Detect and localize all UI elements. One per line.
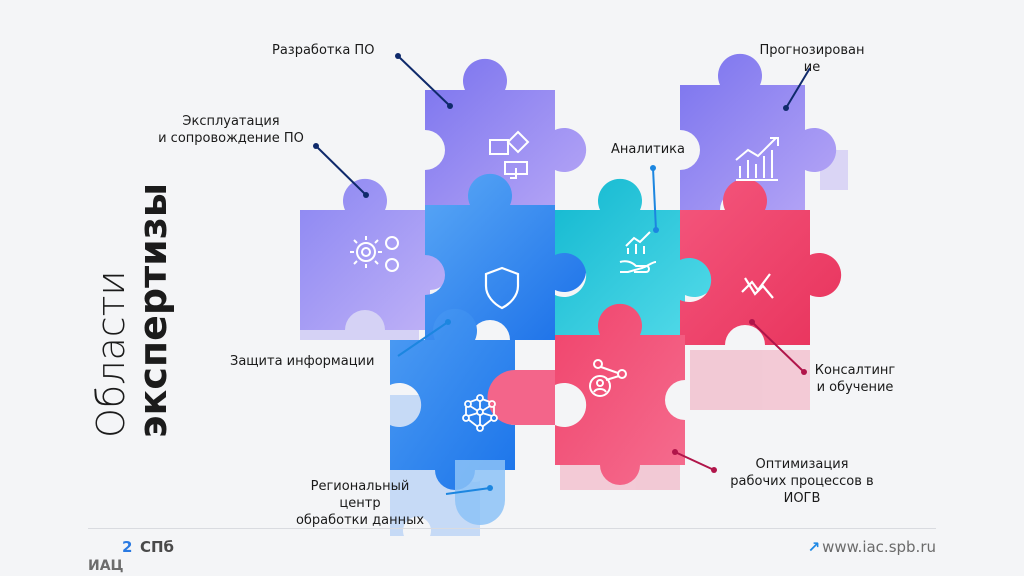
- leader-lines: [313, 53, 811, 495]
- chart-growth-icon: [735, 137, 779, 181]
- label-forecast-line-1: Прогнозирован: [759, 43, 865, 58]
- leader-regional: [445, 487, 491, 495]
- label-optimization-line-1: Оптимизация: [755, 457, 849, 472]
- puzzle-piece-analytics: [555, 178, 717, 340]
- label-forecast-line-2: ие: [803, 60, 821, 75]
- label-optimization-line-2: рабочих процессов в: [730, 474, 874, 489]
- puzzle-piece-optimization: [555, 303, 685, 485]
- label-regional: Региональный центр обработки данных: [280, 478, 440, 529]
- leader-ops: [315, 145, 367, 196]
- leader-security: [397, 321, 449, 357]
- label-regional-line-2: центр: [339, 496, 381, 511]
- leader-optimization: [674, 451, 715, 471]
- puzzle-piece-consulting: [680, 178, 842, 345]
- puzzle-tab-regional: [455, 460, 505, 525]
- label-optimization: Оптимизация рабочих процессов в ИОГВ: [712, 456, 892, 507]
- label-regional-line-1: Региональный: [310, 479, 410, 494]
- title-line-2: экспертизы: [131, 182, 175, 438]
- site-url: www.iac.spb.ru: [822, 538, 936, 556]
- leader-dev: [397, 55, 451, 107]
- label-consulting: Консалтинг и обучение: [800, 362, 910, 396]
- label-dev: Разработка ПО: [272, 43, 375, 58]
- label-ops-line-1: Эксплуатация: [182, 114, 280, 129]
- label-regional-line-3: обработки данных: [295, 513, 425, 528]
- leader-analytics: [652, 167, 657, 231]
- site-link[interactable]: ↗www.iac.spb.ru: [808, 538, 936, 556]
- brand-name: СПб: [140, 538, 175, 556]
- arrow-up-right-icon: ↗: [807, 538, 821, 556]
- puzzle-piece-regional: [390, 308, 515, 490]
- label-optimization-line-3: ИОГВ: [783, 491, 821, 506]
- label-forecast: Прогнозирован ие: [752, 42, 872, 76]
- flowchart-icon: [489, 130, 530, 179]
- leader-forecast: [785, 67, 811, 109]
- gears-icon: [350, 236, 399, 272]
- puzzle-tab-optimization-left: [487, 370, 555, 425]
- label-ops-line-2: и сопровождение ПО: [158, 131, 304, 146]
- footer-divider: [88, 528, 936, 529]
- brand-subname: ИАЦ: [88, 558, 124, 574]
- label-security: Защита информации: [230, 354, 375, 369]
- shield-icon: [484, 266, 520, 310]
- trend-icon: [741, 273, 774, 299]
- brand-mark: 2: [122, 538, 133, 556]
- process-icon: [589, 359, 627, 397]
- leader-consulting: [751, 321, 805, 373]
- label-analytics: Аналитика: [611, 142, 685, 157]
- puzzle-piece-dev: [425, 58, 587, 210]
- puzzle-piece-security: [425, 173, 587, 340]
- title-line-1: Области: [89, 270, 133, 438]
- page-title: Области экспертизы: [89, 182, 175, 438]
- label-ops: Эксплуатация и сопровождение ПО: [146, 113, 316, 147]
- network-icon: [462, 394, 498, 432]
- hand-chart-icon: [619, 231, 657, 273]
- label-consulting-line-2: и обучение: [816, 380, 894, 395]
- puzzle-piece-forecast: [680, 53, 837, 211]
- label-consulting-line-1: Консалтинг: [814, 363, 896, 378]
